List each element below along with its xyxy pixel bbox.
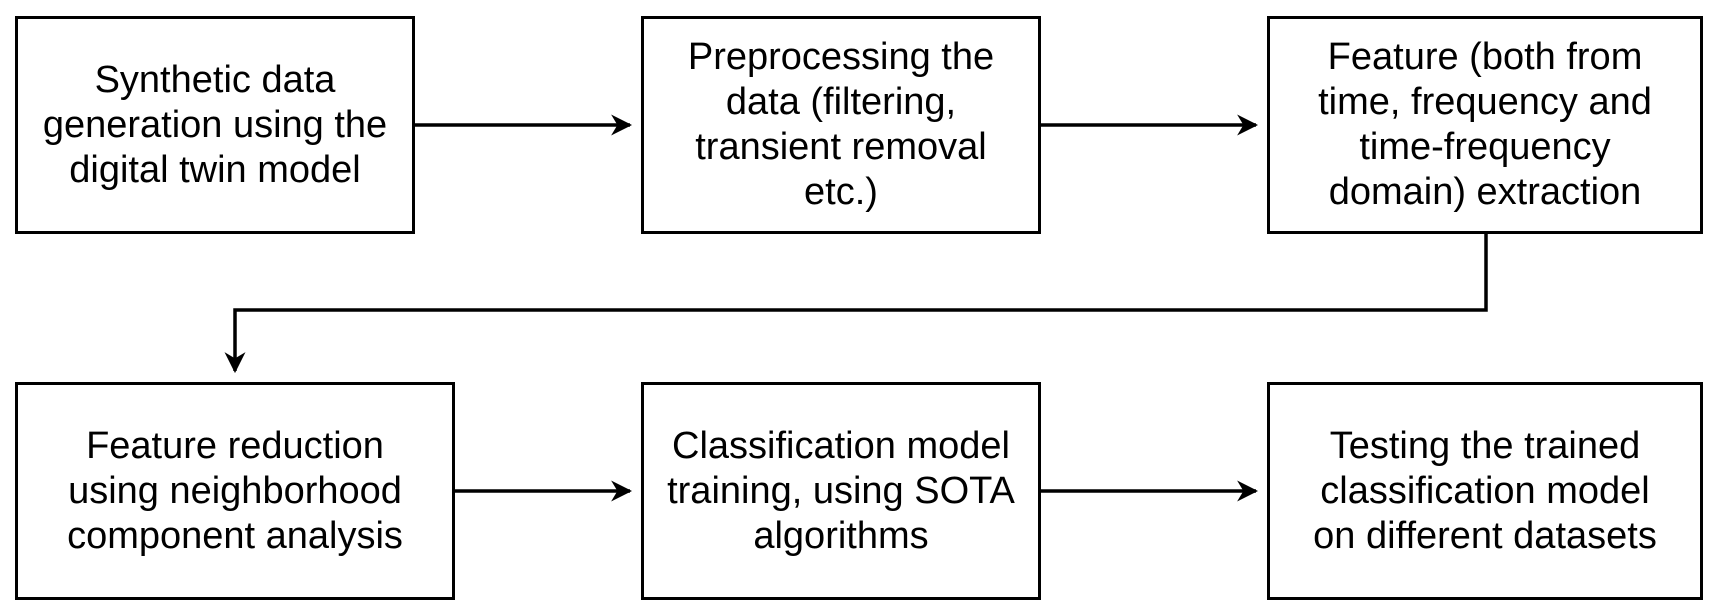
step-synthetic-data-generation: Synthetic data generation using the digi…	[15, 16, 415, 234]
step-label: Feature (both from time, frequency and t…	[1318, 36, 1652, 213]
step-feature-extraction: Feature (both from time, frequency and t…	[1267, 16, 1703, 234]
step-preprocessing: Preprocessing the data (filtering, trans…	[641, 16, 1041, 234]
step-label: Testing the trained classification model…	[1313, 424, 1657, 557]
arrow-step3-to-step4	[224, 234, 1488, 374]
step-testing: Testing the trained classification model…	[1267, 382, 1703, 600]
step-label: Preprocessing the data (filtering, trans…	[687, 36, 995, 213]
step-label: Feature reduction using neighborhood com…	[67, 424, 403, 557]
step-classification-training: Classification model training, using SOT…	[641, 382, 1041, 600]
step-label: Synthetic data generation using the digi…	[42, 58, 388, 191]
step-label: Classification model training, using SOT…	[667, 424, 1015, 557]
step-feature-reduction: Feature reduction using neighborhood com…	[15, 382, 455, 600]
